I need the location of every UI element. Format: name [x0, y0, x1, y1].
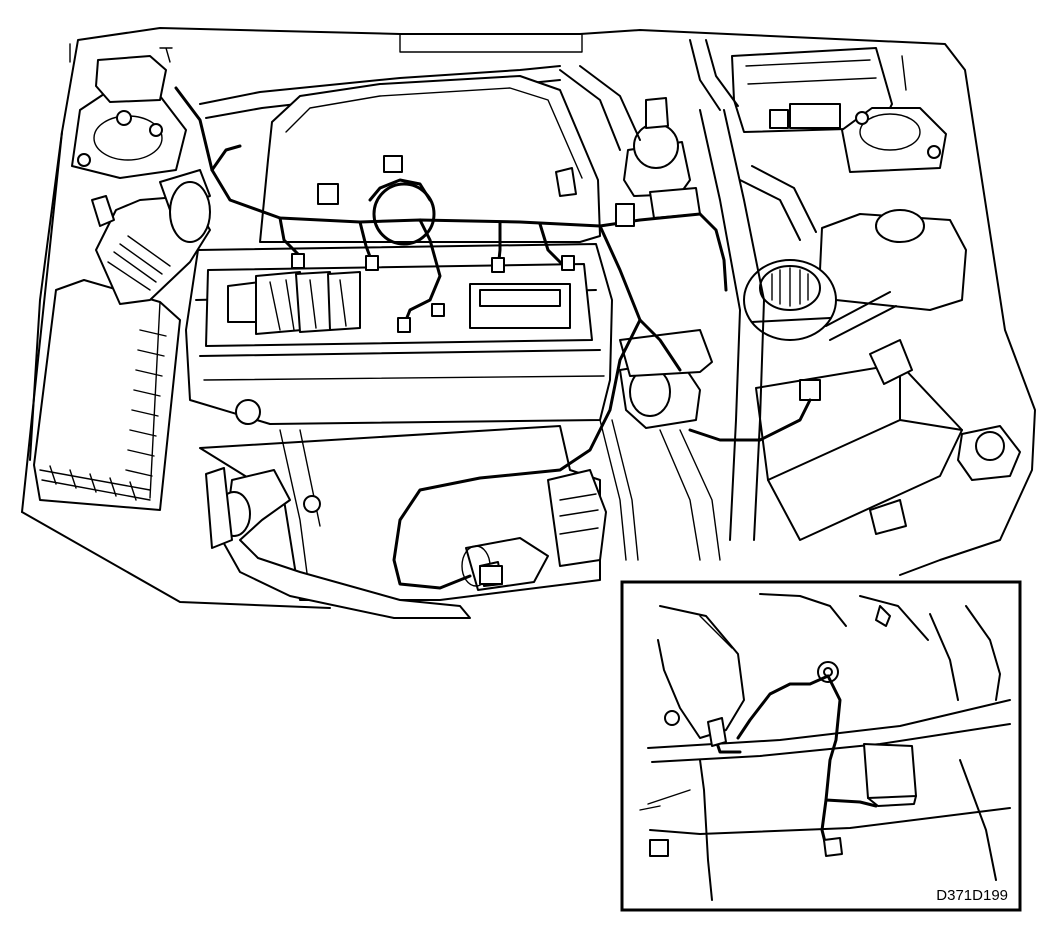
coolant-expansion-tank	[819, 209, 967, 311]
left-strut-tower	[71, 47, 187, 179]
engine-bay-outline	[21, 27, 1036, 609]
power-steering-reservoir	[743, 259, 837, 341]
intake-duct	[91, 169, 211, 305]
wiring-harness-main	[174, 86, 812, 590]
air-filter-housing	[33, 279, 181, 511]
engine-cover	[259, 75, 601, 243]
figure-code-label: D371D199	[936, 887, 1008, 904]
vacuum-lines	[599, 419, 721, 561]
heater-hoses-right	[559, 39, 897, 541]
cylinder-head	[185, 243, 613, 425]
right-strut-tower	[841, 55, 947, 173]
throttle-body	[619, 329, 713, 429]
washer-reservoir	[957, 425, 1021, 481]
fuse-relay-box	[731, 47, 893, 133]
battery	[755, 339, 963, 541]
inset-detail-panel: D371D199	[620, 580, 1022, 912]
brake-fluid-reservoir	[623, 97, 701, 219]
lower-radiator-hose	[205, 467, 471, 619]
